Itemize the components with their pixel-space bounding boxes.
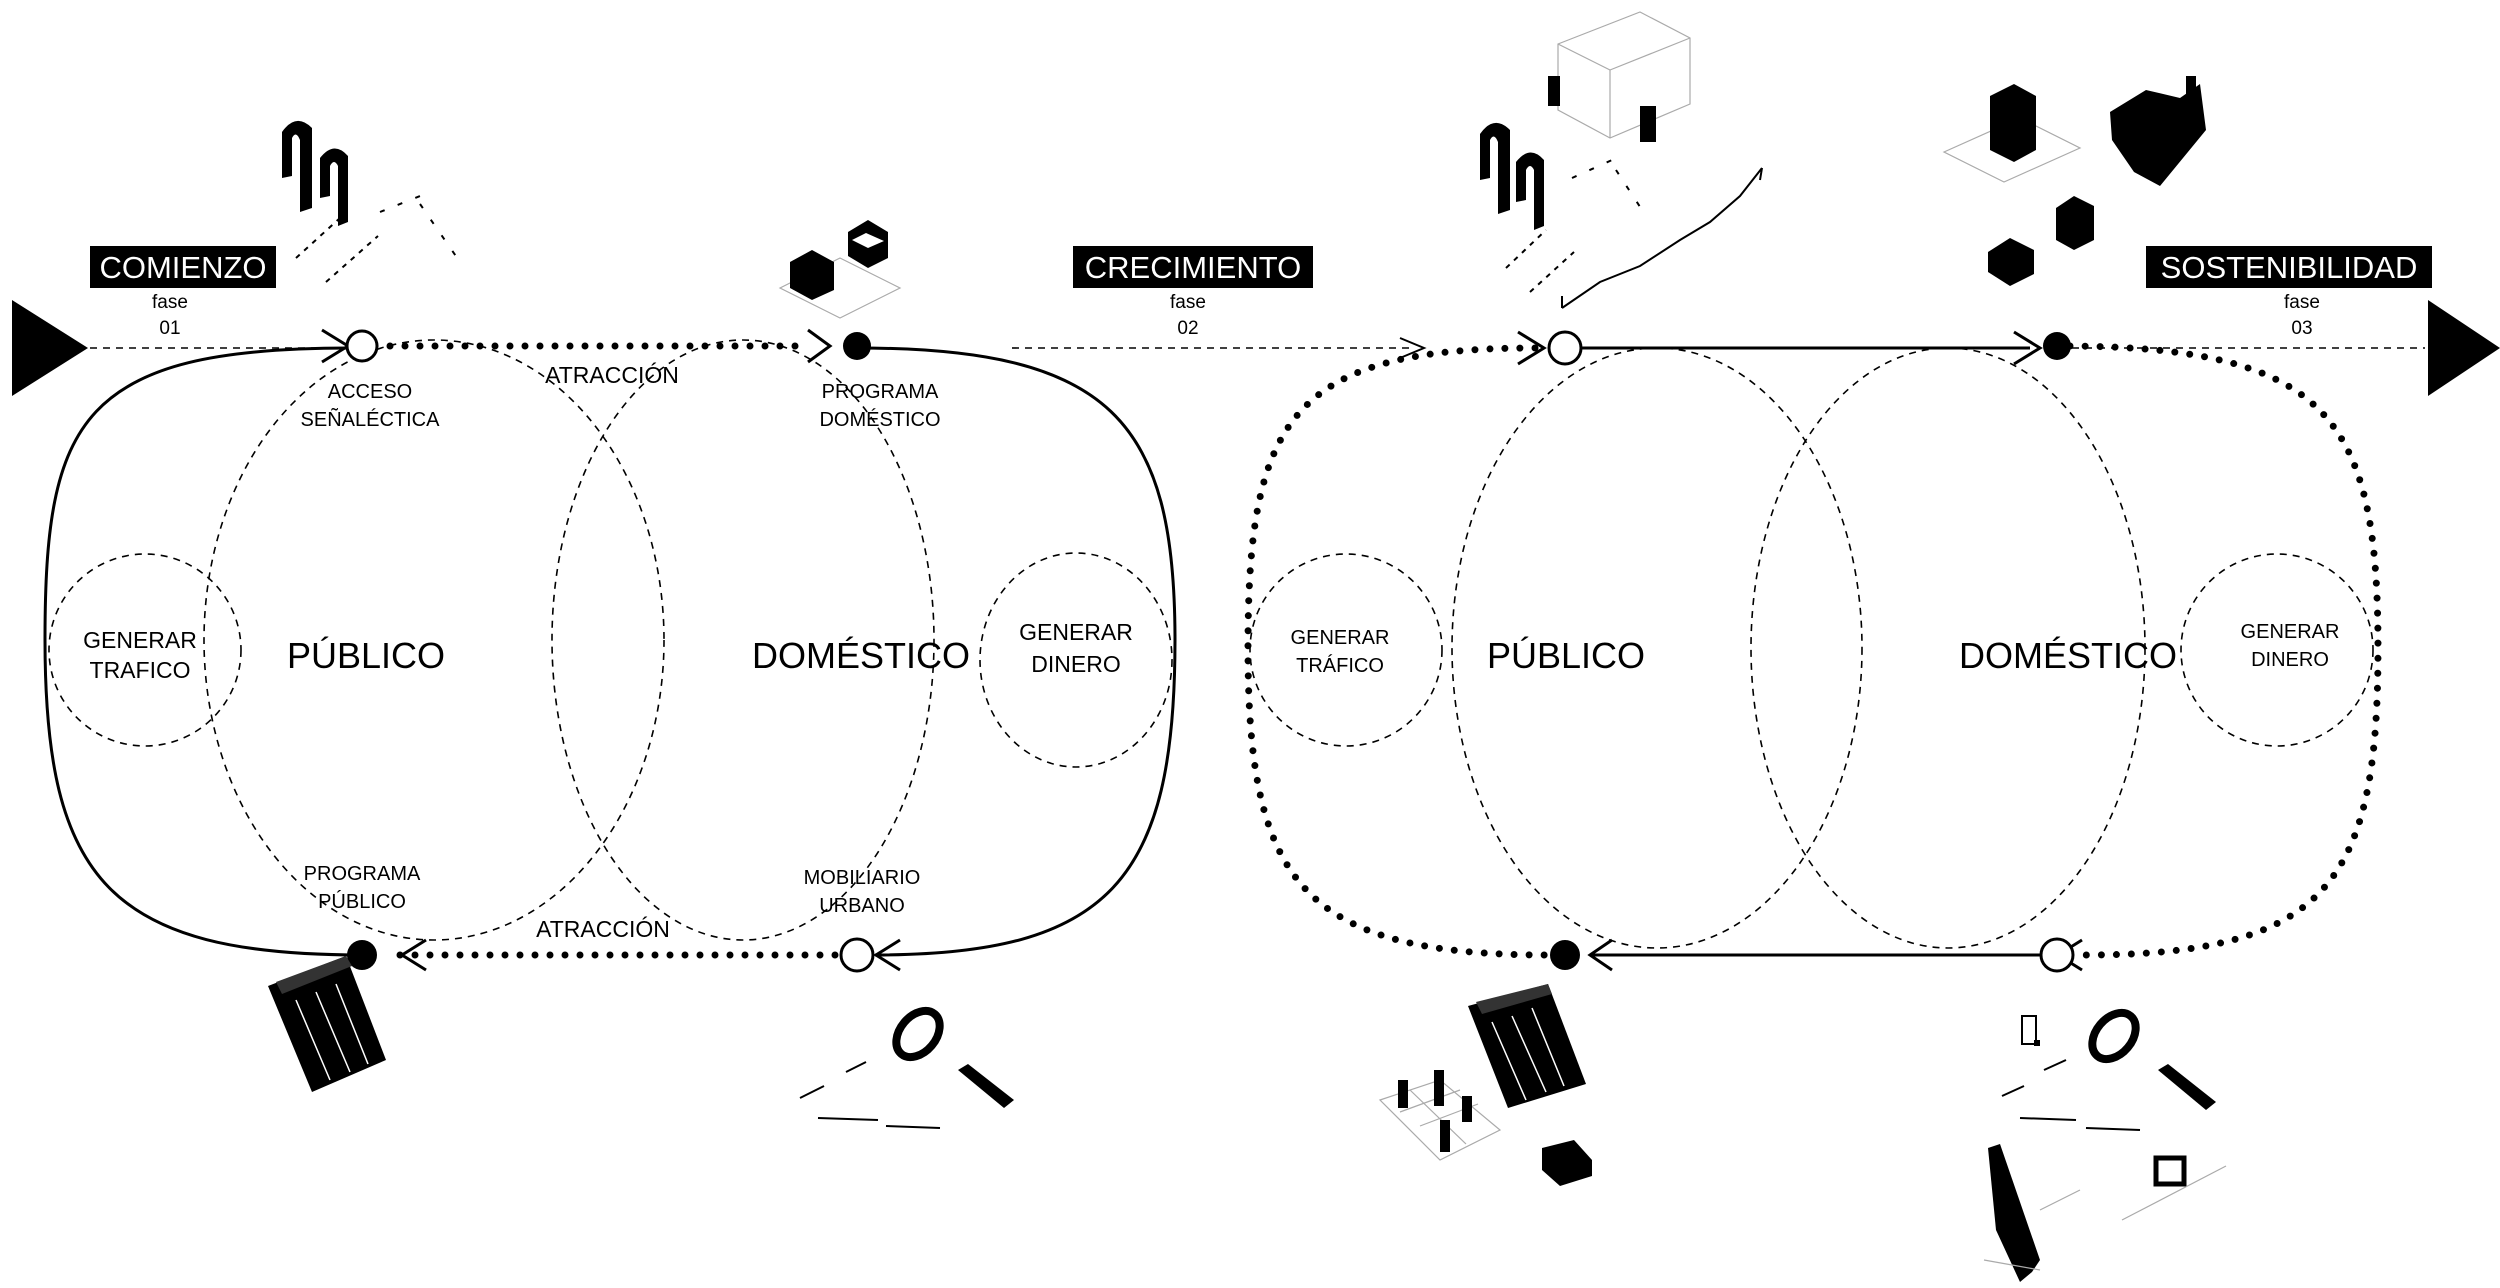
generar-dinero-circle	[979, 552, 1173, 768]
node-bottom-right-2	[2039, 937, 2075, 973]
node-bottom-left-2	[1550, 940, 1580, 970]
mobiliario-line2: URBANO	[819, 895, 905, 917]
node-top-right-2	[2043, 332, 2071, 360]
arch-icon	[282, 120, 461, 283]
timeline-phase2-chevron	[1399, 337, 1427, 359]
acceso-line1: ACCESO	[328, 381, 412, 403]
phase-3-num: 03	[2291, 318, 2312, 339]
end-triangle-icon	[2428, 300, 2500, 396]
ring-icon	[2088, 1008, 2140, 1064]
publico-label: PÚBLICO	[287, 635, 445, 676]
house-blocks-icon	[1942, 76, 2206, 286]
atraccion-bottom-label: ATRACCIÓN	[536, 916, 670, 942]
generar-dinero-2-line2: DINERO	[2251, 649, 2329, 671]
public-dotted-arc-2	[1244, 344, 1552, 959]
bench-icon	[2001, 1059, 2216, 1131]
phase-1-num: 01	[159, 318, 180, 339]
building-icon	[1548, 11, 1691, 142]
chevron-icon	[2013, 330, 2043, 366]
arch-icon	[1480, 122, 1647, 293]
fence-icon	[1561, 167, 1763, 309]
generar-trafico-2-line2: TRÁFICO	[1296, 654, 1384, 677]
phase-2-label-bg	[1073, 246, 1313, 288]
phase-1-title: COMIENZO	[99, 250, 266, 285]
generar-trafico-circle-2	[1249, 553, 1443, 747]
domestico-label: DOMÉSTICO	[752, 635, 970, 676]
mobiliario-line1: MOBILIARIO	[804, 867, 921, 889]
acceso-line2: SEÑALÉCTICA	[301, 407, 441, 431]
programa-publico-line1: PROGRAMA	[304, 863, 421, 885]
chevron-icon	[1517, 330, 1547, 366]
phase-1-sub: fase	[152, 292, 188, 313]
generar-trafico-line1: GENERAR	[83, 627, 197, 653]
domestic-dotted-arc-2	[2066, 342, 2382, 959]
acceso-node	[345, 329, 379, 363]
chevron-icon	[321, 328, 351, 364]
phase-2-title: CRECIMIENTO	[1085, 250, 1301, 285]
ring-icon	[892, 1006, 944, 1062]
mobiliario-node	[839, 937, 875, 973]
atraccion-top-label: ATRACCIÓN	[545, 362, 679, 388]
chevron-icon	[399, 938, 427, 972]
programa-publico-line2: PÚBLICO	[318, 890, 406, 913]
generar-dinero-2-line1: GENERAR	[2241, 621, 2340, 643]
bench-icon	[799, 1061, 1014, 1129]
phase-1-label-bg	[90, 246, 276, 288]
start-triangle-icon	[12, 300, 88, 396]
phase-3-title: SOSTENIBILIDAD	[2161, 250, 2418, 285]
house-blocks-icon	[778, 220, 902, 319]
programa-domestico-node	[843, 332, 871, 360]
generar-dinero-line2: DINERO	[1031, 651, 1120, 677]
gate-icon	[1983, 1015, 2227, 1282]
pavilion-icon	[1378, 984, 1592, 1186]
generar-dinero-circle-2	[2180, 553, 2374, 747]
domestico-label-2: DOMÉSTICO	[1959, 635, 2177, 676]
public-solid-arc	[43, 346, 363, 957]
publico-label-2: PÚBLICO	[1487, 635, 1645, 676]
generar-trafico-line2: TRAFICO	[90, 657, 191, 683]
generar-trafico-circle	[48, 553, 242, 747]
programa-publico-node	[347, 940, 377, 970]
chevron-icon	[873, 938, 901, 972]
node-top-left-2	[1547, 330, 1583, 366]
generar-dinero-line1: GENERAR	[1019, 619, 1133, 645]
phase-3-label-bg	[2146, 246, 2432, 288]
chevron-icon	[1587, 938, 1613, 972]
phase-2-num: 02	[1177, 318, 1198, 339]
programa-domestico-line2: DOMÉSTICO	[819, 408, 940, 431]
chevron-icon	[807, 328, 833, 364]
phase-3-sub: fase	[2284, 292, 2320, 313]
programa-domestico-line1: PROGRAMA	[822, 381, 939, 403]
public-dashed-ellipse	[203, 339, 665, 941]
domestic-dashed-ellipse	[551, 339, 935, 941]
generar-trafico-2-line1: GENERAR	[1291, 627, 1390, 649]
pavilion-icon	[268, 956, 386, 1092]
phase-2-sub: fase	[1170, 292, 1206, 313]
domestic-solid-arc	[856, 346, 1177, 957]
cycle-2	[1244, 330, 2382, 973]
cycle-1	[43, 328, 1177, 973]
